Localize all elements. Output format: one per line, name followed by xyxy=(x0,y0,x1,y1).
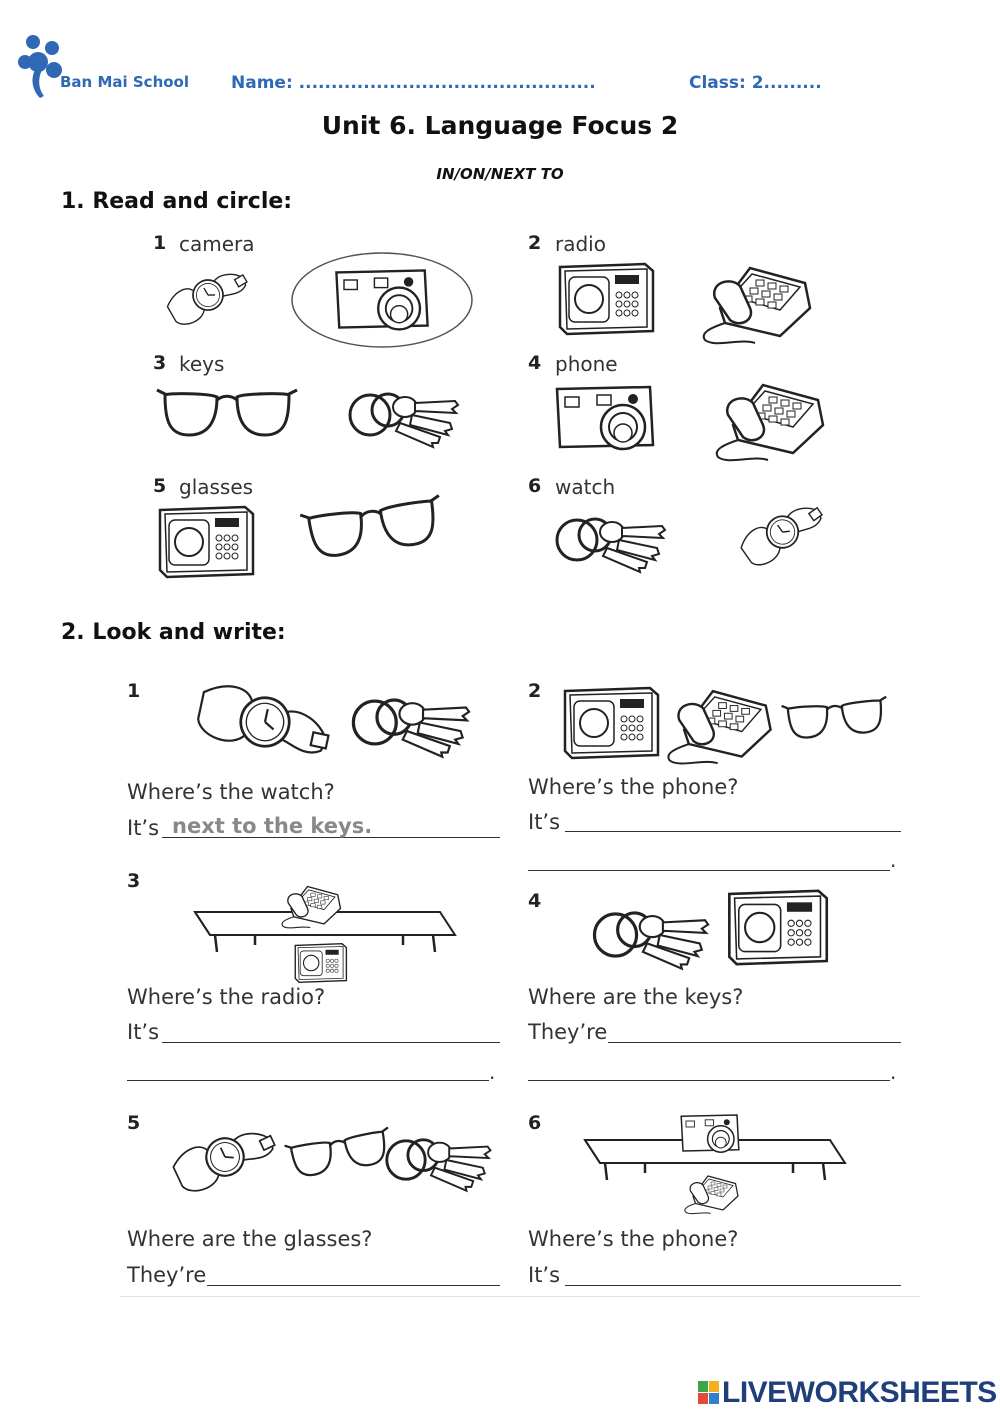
watch-icon xyxy=(163,259,252,331)
item-word: glasses xyxy=(179,475,254,499)
glasses-icon xyxy=(283,1126,395,1181)
school-name: Ban Mai School xyxy=(60,73,189,91)
option-keys[interactable] xyxy=(345,380,470,450)
radio-icon xyxy=(558,262,655,336)
watch-icon xyxy=(193,679,336,763)
question-text: Where’s the watch? xyxy=(127,780,335,804)
section-1-heading: 1. Read and circle: xyxy=(61,189,293,214)
answer-input-line-2[interactable] xyxy=(127,1055,489,1081)
radio-icon xyxy=(563,686,660,760)
school-logo xyxy=(18,34,68,100)
radio-icon xyxy=(728,889,829,966)
phone-icon xyxy=(702,266,812,345)
answer-prefix: It’s xyxy=(127,1020,160,1044)
question-number: 6 xyxy=(528,1112,542,1134)
option-glasses[interactable] xyxy=(298,488,448,573)
answer-prefix: It’s xyxy=(528,810,561,834)
option-radio[interactable] xyxy=(155,505,255,580)
question-number: 4 xyxy=(528,890,542,912)
period: . xyxy=(489,1060,496,1084)
item-number: 4 xyxy=(528,352,542,374)
name-field-label: Name: ..................................… xyxy=(231,73,596,93)
period: . xyxy=(890,1060,897,1084)
example-answer: next to the keys. xyxy=(172,814,373,838)
class-field-label: Class: 2......... xyxy=(689,73,822,93)
keys-icon xyxy=(592,911,710,971)
answer-input[interactable] xyxy=(608,1017,901,1043)
option-camera[interactable] xyxy=(290,250,475,350)
radio-icon xyxy=(158,505,255,579)
item-word: keys xyxy=(179,352,225,376)
item-number: 3 xyxy=(153,352,167,374)
camera-icon xyxy=(335,269,429,331)
footer-brand: LIVEWORKSHEETS xyxy=(722,1376,997,1409)
keys-icon xyxy=(385,1138,492,1193)
keys-icon xyxy=(555,517,667,574)
option-glasses[interactable] xyxy=(152,375,302,455)
answer-input-line-2[interactable] xyxy=(528,845,890,871)
glasses-icon xyxy=(155,388,299,437)
section-2-heading: 2. Look and write: xyxy=(61,620,286,645)
option-radio[interactable] xyxy=(555,262,655,337)
item-number: 1 xyxy=(153,232,167,254)
answer-prefix: It’s xyxy=(127,816,160,840)
option-keys[interactable] xyxy=(552,505,677,575)
answer-input-line-2[interactable] xyxy=(528,1055,890,1081)
item-word: watch xyxy=(555,475,616,499)
keys-icon xyxy=(351,698,471,759)
answer-prefix: They’re xyxy=(127,1263,207,1287)
page-title: Unit 6. Language Focus 2 xyxy=(321,111,679,140)
camera-icon xyxy=(555,385,655,451)
answer-prefix: It’s xyxy=(528,1263,561,1287)
item-word: camera xyxy=(179,232,255,256)
item-word: radio xyxy=(555,232,606,256)
option-watch[interactable] xyxy=(730,491,835,572)
bottom-divider xyxy=(120,1296,920,1297)
option-phone[interactable] xyxy=(695,258,825,345)
keys-icon xyxy=(348,392,460,449)
question-number: 1 xyxy=(127,680,141,702)
flower-logo-icon xyxy=(18,35,62,98)
option-watch[interactable] xyxy=(158,258,258,333)
glasses-icon xyxy=(298,494,447,562)
answer-circle-icon xyxy=(291,252,473,348)
table-scene xyxy=(583,1114,847,1215)
answer-input[interactable]: next to the keys. xyxy=(162,812,500,838)
liveworksheets-logo-icon xyxy=(698,1381,720,1405)
item-number: 5 xyxy=(153,475,167,497)
glasses-icon xyxy=(780,695,891,741)
item-number: 2 xyxy=(528,232,542,254)
question-text: Where’s the phone? xyxy=(528,775,739,799)
option-camera[interactable] xyxy=(553,385,658,451)
phone-icon xyxy=(715,383,825,462)
watch-icon xyxy=(168,1115,281,1199)
question-number: 5 xyxy=(127,1112,141,1134)
question-number: 2 xyxy=(528,680,542,702)
item-word: phone xyxy=(555,352,618,376)
answer-prefix: They’re xyxy=(528,1020,608,1044)
answer-input[interactable] xyxy=(162,1017,500,1043)
question-text: Where are the keys? xyxy=(528,985,744,1009)
answer-input[interactable] xyxy=(565,1260,901,1286)
period: . xyxy=(890,848,897,872)
question-number: 3 xyxy=(127,870,141,892)
item-number: 6 xyxy=(528,475,542,497)
phone-icon xyxy=(667,689,772,765)
question-text: Where’s the phone? xyxy=(528,1227,739,1251)
table-scene xyxy=(193,885,457,983)
watch-icon xyxy=(735,491,828,572)
question-text: Where are the glasses? xyxy=(127,1227,373,1251)
option-phone[interactable] xyxy=(708,375,838,462)
answer-input[interactable] xyxy=(565,806,901,832)
page-subtitle: IN/ON/NEXT TO xyxy=(436,165,564,183)
answer-input[interactable] xyxy=(207,1260,500,1286)
question-text: Where’s the radio? xyxy=(127,985,326,1009)
